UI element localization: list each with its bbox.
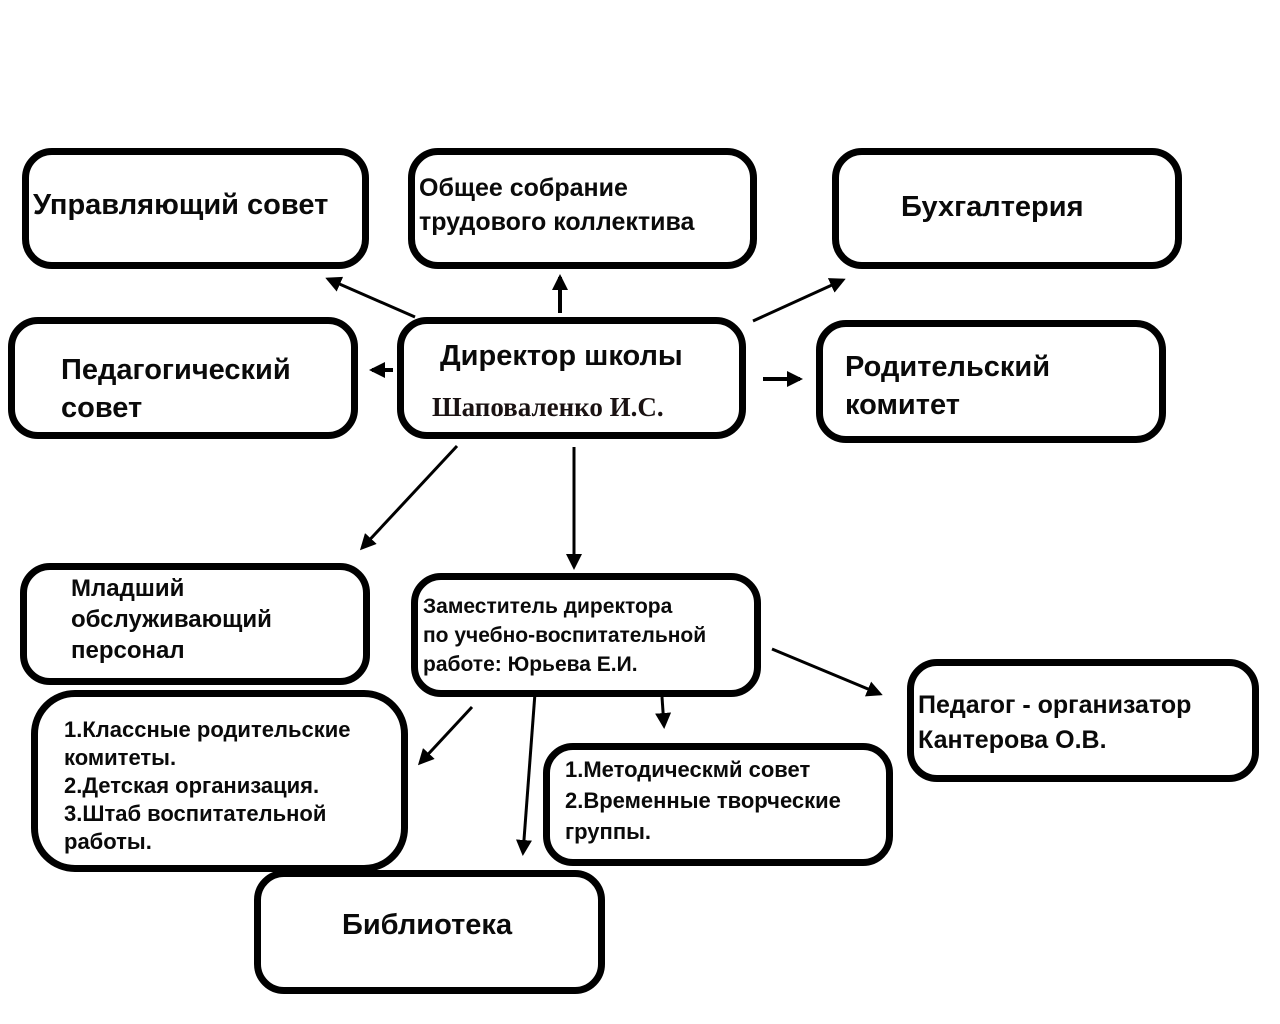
node-methodical-council <box>543 743 893 866</box>
arrow-deputy-to-methodical-council <box>655 696 672 729</box>
node-methodical-council-label: 1.Методическмй совет 2.Временные творчес… <box>565 757 841 844</box>
arrow-director-to-junior-staff <box>359 444 459 551</box>
node-deputy-director-label: Заместитель директора по учебно-воспитат… <box>423 595 707 676</box>
arrow-deputy-to-class-committees <box>417 705 474 766</box>
node-accounting-label: Бухгалтерия <box>901 191 1084 223</box>
node-governing-council <box>22 148 369 269</box>
node-pedagogical-council <box>8 317 358 439</box>
node-deputy-director[interactable] <box>411 573 761 697</box>
node-governing-council-label: Управляющий совет <box>33 189 329 221</box>
arrow-director-to-governing-council <box>325 276 416 319</box>
node-director[interactable] <box>397 317 746 439</box>
node-junior-staff-label: Младший обслуживающий персонал <box>71 575 272 664</box>
node-organizer <box>907 659 1259 782</box>
arrow-deputy-to-library <box>515 692 537 856</box>
node-general-assembly-label: Общее собрание трудового коллектива <box>419 174 695 236</box>
node-pedagogical-council-label: Педагогический совет <box>61 354 291 424</box>
node-director-title: Директор школы <box>440 340 683 372</box>
node-director-name: Шаповаленко И.С. <box>432 392 664 422</box>
node-accounting <box>832 148 1182 269</box>
node-library-label: Библиотека <box>342 909 513 941</box>
node-library <box>254 870 605 994</box>
arrow-director-to-accounting <box>752 278 846 323</box>
node-general-assembly <box>408 148 757 269</box>
node-class-committees-label: 1.Классные родительские комитеты. 2.Детс… <box>64 717 351 854</box>
node-organizer-label: Педагог - организатор Кантерова О.В. <box>918 691 1192 754</box>
node-junior-staff <box>20 563 370 685</box>
node-parent-committee-label: Родительский комитет <box>845 351 1051 421</box>
node-class-committees <box>31 690 408 872</box>
arrow-deputy-to-organizer <box>771 647 883 697</box>
node-parent-committee <box>816 320 1166 443</box>
